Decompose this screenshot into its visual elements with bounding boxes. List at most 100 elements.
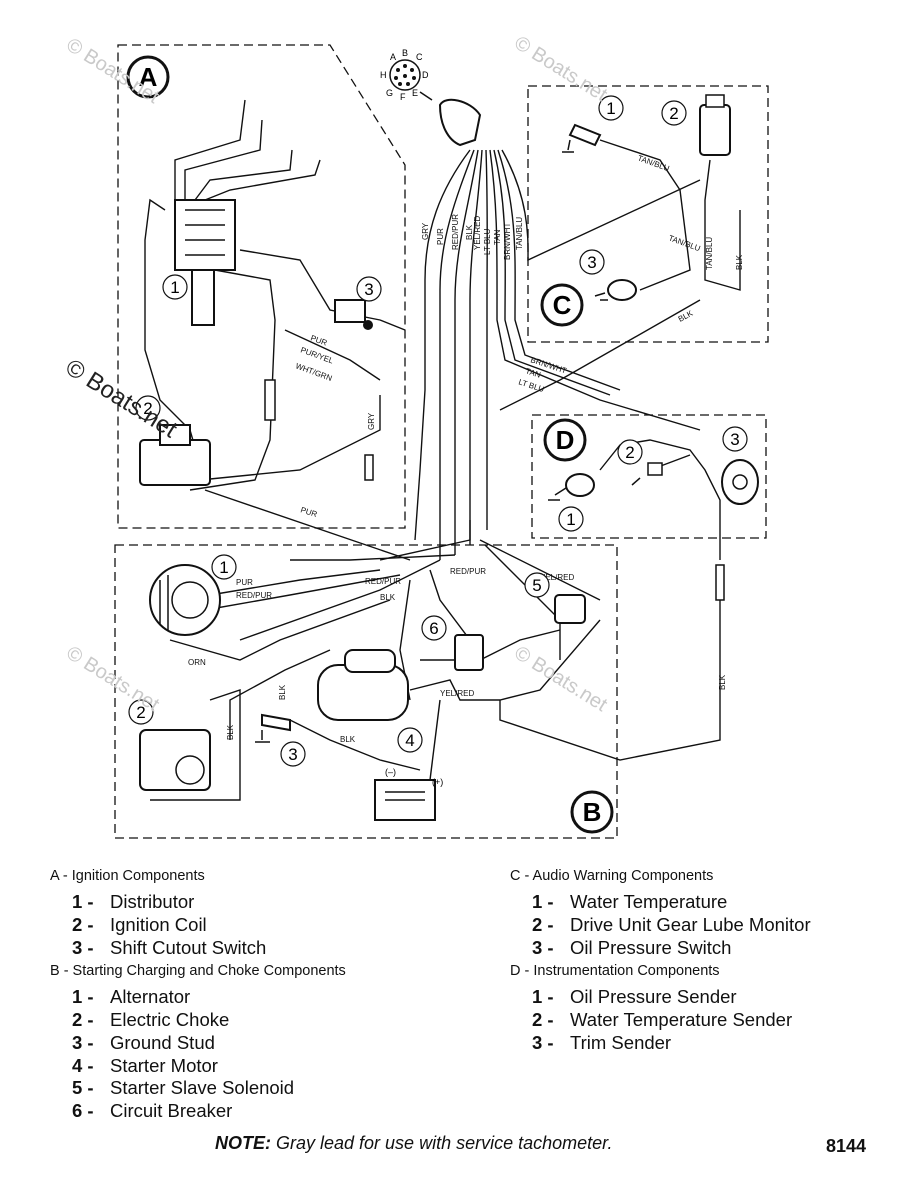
legend-item-label: Starter Motor (110, 1055, 218, 1076)
legend-title-b: B - Starting Charging and Choke Componen… (50, 963, 346, 979)
legend-item-number: 2 - (72, 914, 94, 935)
legend-item-label: Starter Slave Solenoid (110, 1077, 295, 1098)
callout-a3: 3 (356, 276, 382, 302)
note-text: Gray lead for use with service tachomete… (271, 1133, 613, 1153)
svg-text:1: 1 (566, 510, 575, 529)
svg-text:G: G (386, 88, 393, 98)
oil-pressure-switch-icon (594, 279, 637, 301)
svg-text:BLK: BLK (718, 674, 727, 690)
connector-icon (715, 564, 725, 601)
svg-text:LT BLU: LT BLU (517, 377, 545, 394)
svg-text:RED/PUR: RED/PUR (451, 214, 460, 250)
legend-item-number: 1 - (72, 986, 94, 1007)
legend-item: 3 - Oil Pressure Switch (532, 937, 731, 959)
section-b-boundary (114, 544, 618, 839)
section-a-wire-labels: PUR PUR/YEL WHT/GRN GRY PUR (294, 333, 376, 519)
wiring-diagram: A C D B (114, 44, 769, 839)
svg-text:WHT/GRN: WHT/GRN (294, 361, 333, 383)
section-d-wires (499, 439, 721, 761)
electric-choke-icon (139, 729, 211, 791)
legend-item: 1 - Distributor (72, 891, 194, 913)
legend-title-c: C - Audio Warning Components (510, 868, 714, 884)
distributor-icon (174, 199, 236, 326)
svg-text:1: 1 (170, 278, 179, 297)
svg-text:PUR: PUR (236, 578, 253, 587)
page-number: 8144 (826, 1136, 867, 1156)
legend-item-label: Shift Cutout Switch (110, 937, 267, 958)
legend-item-label: Electric Choke (110, 1009, 230, 1030)
svg-text:RED/PUR: RED/PUR (365, 577, 401, 586)
svg-text:TAN: TAN (493, 229, 502, 245)
legend-item: 1 -Oil Pressure Sender (532, 986, 737, 1008)
legend-item-number: 3 - (532, 937, 554, 958)
legend-item: 3 - Trim Sender (532, 1032, 671, 1054)
svg-text:D: D (556, 425, 575, 455)
svg-text:B: B (402, 48, 408, 58)
legend-item: 3 - Shift Cutout Switch (72, 937, 266, 959)
note-prefix: NOTE: (215, 1133, 271, 1153)
svg-text:TAN/BLU: TAN/BLU (705, 237, 714, 270)
legend-item-label: Ground Stud (110, 1032, 215, 1053)
callout-a1: 1 (162, 274, 188, 300)
svg-text:2: 2 (136, 703, 145, 722)
callout-b5: 5 (524, 572, 550, 598)
svg-text:2: 2 (625, 443, 634, 462)
callout-b2: 2 (128, 699, 154, 725)
connector-pin-labels: A B C D E F G H (380, 48, 429, 102)
legend-item-label: Ignition Coil (110, 914, 207, 935)
legend-item-number: 2 - (72, 1009, 94, 1030)
svg-text:BLK: BLK (380, 593, 396, 602)
legend-item-number: 3 - (72, 1032, 94, 1053)
callout-d2: 2 (617, 439, 643, 465)
svg-text:B: B (583, 797, 602, 827)
section-label-a: A (126, 55, 170, 99)
callout-d3: 3 (722, 426, 748, 452)
svg-text:RED/PUR: RED/PUR (450, 567, 486, 576)
svg-text:GRY: GRY (421, 222, 430, 240)
svg-text:BLK: BLK (465, 224, 474, 240)
legend-item-label: Alternator (110, 986, 191, 1007)
svg-text:LT BLU: LT BLU (483, 228, 492, 255)
svg-text:F: F (400, 92, 406, 102)
starter-slave-solenoid-icon (554, 594, 586, 624)
section-c-wire-labels: TAN/BLU TAN/BLU TAN/BLU BLK (636, 153, 744, 270)
legend-item: 6 -Circuit Breaker (72, 1100, 232, 1122)
legend-item-label: Oil Pressure Switch (570, 937, 732, 958)
section-boundaries (114, 44, 769, 839)
legend-item-number: 1 - (72, 891, 94, 912)
svg-text:TAN/BLU: TAN/BLU (636, 153, 670, 173)
svg-text:3: 3 (288, 745, 297, 764)
battery-icon (374, 779, 436, 821)
legend-item: 1 -Water Temperature (532, 891, 727, 913)
legend-item-number: 3 - (72, 937, 94, 958)
svg-text:3: 3 (730, 430, 739, 449)
circuit-breaker-icon (454, 634, 484, 671)
svg-text:A: A (390, 52, 396, 62)
svg-text:TAN/BLU: TAN/BLU (515, 217, 524, 250)
svg-text:6: 6 (429, 619, 438, 638)
callout-b1: 1 (211, 554, 237, 580)
svg-text:C: C (553, 290, 572, 320)
svg-text:BRN/WHT: BRN/WHT (503, 223, 512, 260)
svg-text:RED/PUR: RED/PUR (236, 591, 272, 600)
legend-item-label: Trim Sender (570, 1032, 672, 1053)
legend-item: 4 - Starter Motor (72, 1055, 218, 1077)
callout-b3: 3 (280, 741, 306, 767)
note: NOTE: Gray lead for use with service tac… (215, 1133, 612, 1154)
legend-item-number: 3 - (532, 1032, 554, 1053)
callout-a2: 2 (135, 395, 161, 421)
svg-text:1: 1 (606, 99, 615, 118)
section-d-boundary (531, 414, 767, 539)
legend-item: 2 - Electric Choke (72, 1009, 229, 1031)
legend-title-a: A - Ignition Components (50, 868, 205, 884)
legend-item: 2 - Ignition Coil (72, 914, 207, 936)
shift-cutout-switch-icon (334, 299, 373, 330)
legend-item-number: 6 - (72, 1100, 94, 1121)
legend-item-label: Distributor (110, 891, 195, 912)
legend-item-number: 1 - (532, 986, 554, 1007)
legend-item-number: 2 - (532, 1009, 554, 1030)
legend-item-number: 4 - (72, 1055, 94, 1076)
battery-negative-label: (–) (385, 767, 396, 777)
callout-c3: 3 (579, 249, 605, 275)
section-a-boundary (117, 44, 406, 529)
